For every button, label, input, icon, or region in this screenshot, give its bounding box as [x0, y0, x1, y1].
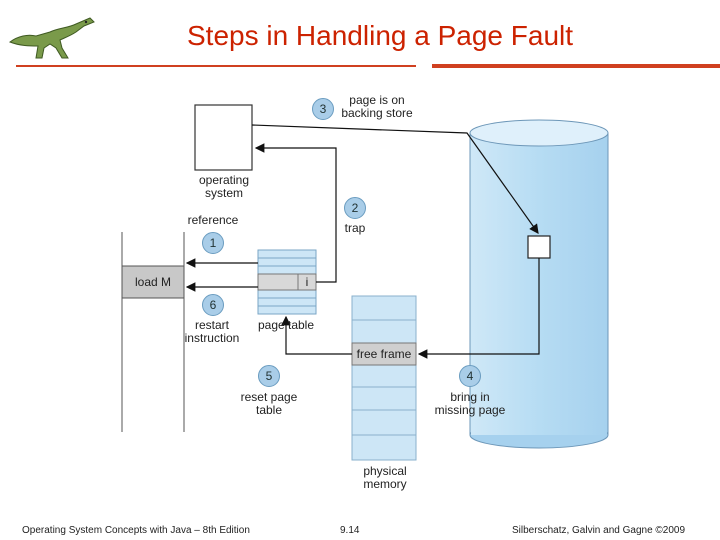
dinosaur-logo-icon — [8, 17, 95, 59]
reset-page-table-label: reset page table — [240, 390, 298, 417]
invalid-bit-label: i — [305, 275, 309, 289]
step-1-badge: 1 — [202, 232, 224, 254]
footer-slide-number: 9.14 — [340, 525, 360, 536]
footer-copyright: Silberschatz, Galvin and Gagne ©2009 — [512, 525, 686, 536]
title-underline — [16, 64, 720, 68]
restart-instruction-label: restart instruction — [184, 318, 240, 345]
step-6-badge: 6 — [202, 294, 224, 316]
footer-book-title: Operating System Concepts with Java – 8t… — [22, 525, 250, 536]
backing-store-cylinder — [469, 119, 609, 449]
page-table — [257, 249, 317, 315]
operating-system-box — [194, 104, 253, 171]
bring-in-missing-page-label: bring in missing page — [434, 390, 506, 417]
program-memory-strip — [121, 232, 185, 432]
trap-label: trap — [344, 221, 366, 235]
page-on-store-label: page is on backing store — [341, 93, 413, 120]
flow-arrows — [185, 124, 540, 359]
operating-system-label: operating system — [198, 173, 250, 200]
free-frame-label: free frame — [356, 347, 412, 361]
physical-memory — [351, 295, 417, 461]
physical-memory-label: physical memory — [363, 464, 407, 491]
step-5-badge: 5 — [258, 365, 280, 387]
step-3-badge: 3 — [312, 98, 334, 120]
reference-label: reference — [187, 213, 239, 227]
load-m-label: load M — [134, 275, 172, 289]
step-2-badge: 2 — [344, 197, 366, 219]
slide-title: Steps in Handling a Page Fault — [186, 20, 574, 51]
page-table-label: page table — [257, 318, 315, 332]
step-4-badge: 4 — [459, 365, 481, 387]
